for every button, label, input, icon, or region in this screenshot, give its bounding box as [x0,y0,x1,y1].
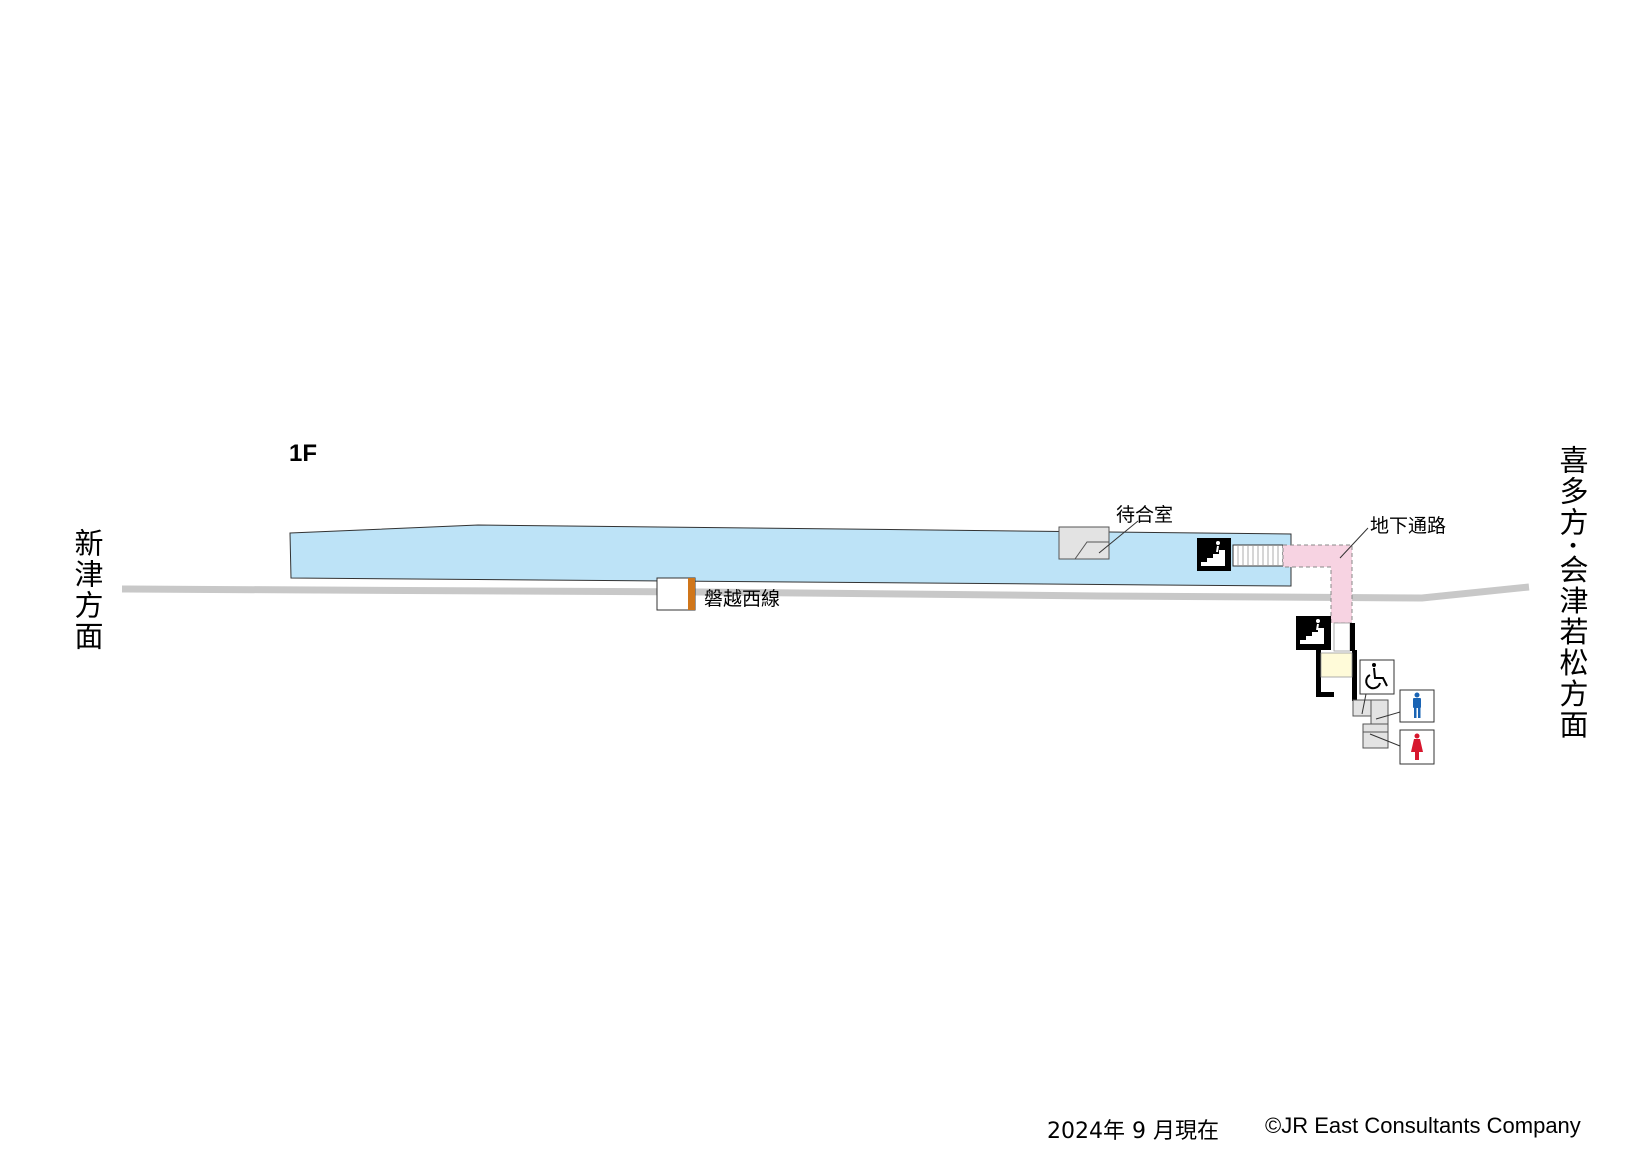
station-building [1316,622,1357,701]
staircase [1232,544,1284,567]
stairs-icon [1296,616,1331,650]
platform [289,524,1292,587]
wheelchair-icon [1359,659,1395,695]
waiting-room [1058,520,1139,560]
stairs-icon [1197,538,1231,571]
waiting-room-label: 待合室 [1116,504,1174,526]
line-name-label: 磐越西線 [704,588,781,610]
direction-left: 新津方面 [70,528,104,652]
passage-label: 地下通路 [1370,515,1447,537]
toilet-rooms [1352,699,1389,749]
direction-right: 喜多方･会津若松方面 [1555,445,1589,741]
footer-date: 2024年 9 月現在 [1047,1119,1219,1144]
passage-leader-line [1339,527,1369,559]
railway-track [121,583,1530,602]
line-sign [656,577,696,611]
womens-toilet-icon [1399,729,1435,765]
mens-toilet-icon [1399,689,1435,723]
floor-label: 1F [289,440,318,467]
footer-copyright: ©JR East Consultants Company [1265,1113,1581,1138]
